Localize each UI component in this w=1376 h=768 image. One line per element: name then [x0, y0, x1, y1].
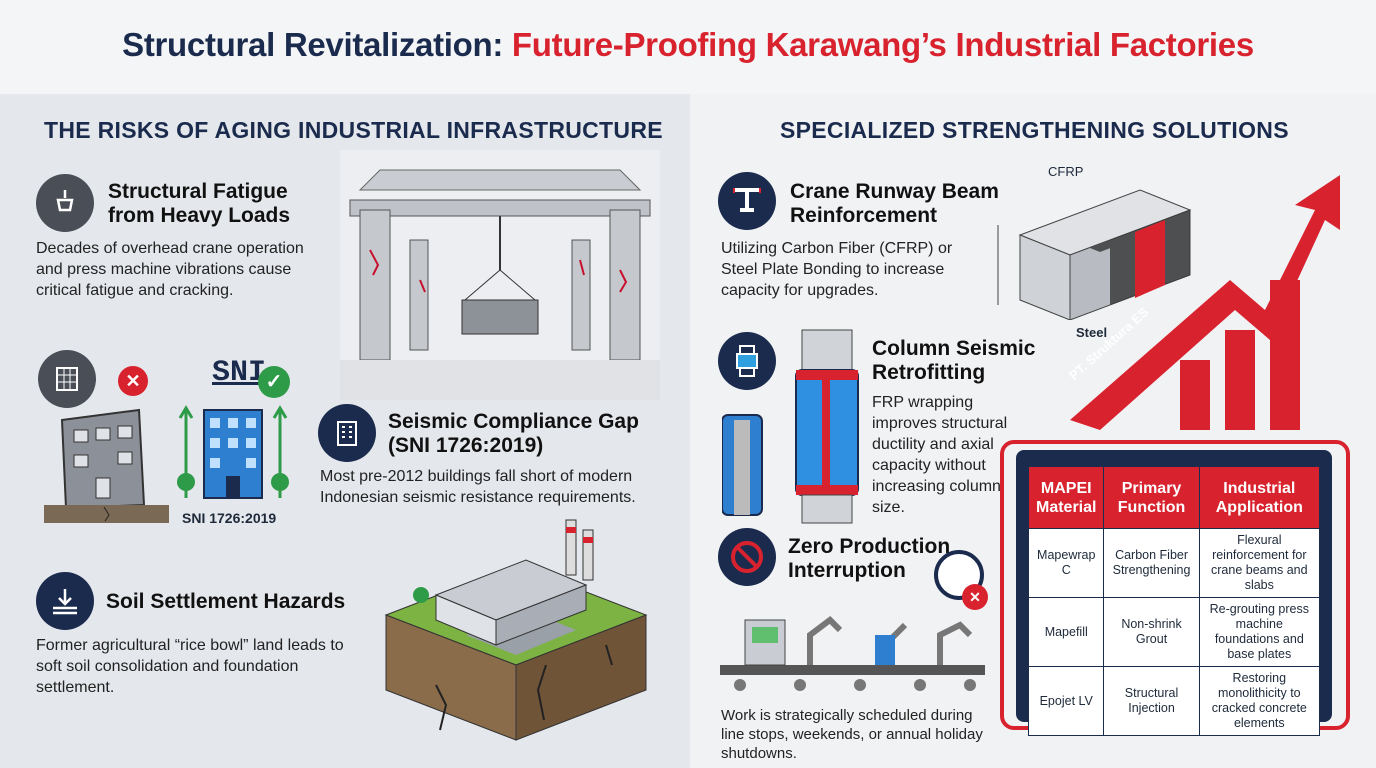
column-wrap-icon [718, 332, 776, 390]
zero-title: Zero Production Interruption [788, 535, 951, 582]
column-header: Primary Function [1103, 466, 1200, 529]
production-line-illustration [720, 616, 985, 691]
table-row: Epojet LV Structural Injection Restoring… [1027, 666, 1321, 736]
clock-icon [934, 550, 984, 600]
sni-caption: SNI 1726:2019 [182, 510, 277, 526]
column-illustration [722, 329, 859, 524]
crane-title: Crane Runway Beam Reinforcement [790, 180, 999, 227]
factory-soil-illustration [384, 519, 648, 741]
column-header: Industrial Application [1198, 466, 1321, 529]
table-header-row: MAPEI Material Primary Function Industri… [1027, 466, 1321, 529]
materials-table-card: MAPEI Material Primary Function Industri… [1016, 450, 1332, 736]
table-cell: Non-shrink Grout [1103, 597, 1200, 667]
building-icon [38, 350, 96, 408]
beam-illustration [997, 189, 1192, 320]
cfrp-label: CFRP [1048, 164, 1084, 179]
soil-body: Former agricultural “rice bowl” land lea… [36, 637, 344, 696]
soil-title: Soil Settlement Hazards [106, 590, 346, 613]
table-cell: Re-grouting press machine foundations an… [1198, 597, 1321, 667]
x-mark-icon: ✕ [118, 366, 148, 396]
sni-logo: SNI [212, 356, 267, 390]
risks-heading: THE RISKS OF AGING INDUSTRIAL INFRASTRUC… [44, 117, 663, 143]
damaged-building-illustration [44, 408, 169, 523]
seismic-title: Seismic Compliance Gap (SNI 1726:2019) [388, 410, 639, 457]
table-cell: Structural Injection [1103, 666, 1200, 736]
table-cell: Carbon Fiber Strengthening [1103, 528, 1200, 598]
table-cell: Epojet LV [1027, 666, 1105, 736]
table-cell: Restoring monolithicity to cracked concr… [1198, 666, 1321, 736]
table-cell: Flexural reinforcement for crane beams a… [1198, 528, 1321, 598]
table-row: Mapefill Non-shrink Grout Re-grouting pr… [1027, 597, 1321, 667]
office-building-icon [318, 404, 376, 462]
crane-hook-icon [36, 174, 94, 232]
zero-body: Work is strategically scheduled during l… [721, 707, 983, 762]
growth-arrow-illustration [1070, 175, 1340, 430]
seismic-body: Most pre-2012 buildings fall short of mo… [320, 468, 636, 506]
soil-settlement-icon [36, 572, 94, 630]
fatigue-title: Structural Fatigue from Heavy Loads [108, 180, 291, 227]
no-stop-icon [718, 528, 776, 586]
crane-body: Utilizing Carbon Fiber (CFRP) or Steel P… [721, 240, 953, 299]
table-cell: Mapewrap C [1027, 528, 1105, 598]
factory-interior-illustration [340, 150, 660, 400]
materials-table: MAPEI Material Primary Function Industri… [1027, 466, 1321, 736]
solutions-heading: SPECIALIZED STRENGTHENING SOLUTIONS [780, 117, 1289, 143]
column-title: Column Seismic Retrofitting [872, 337, 1036, 384]
steel-label: Steel [1076, 325, 1108, 340]
page-title: Structural Revitalization: Future-Proofi… [122, 26, 1254, 63]
beam-icon [718, 172, 776, 230]
x-mark-icon: ✕ [962, 584, 988, 610]
check-mark-icon: ✓ [258, 366, 290, 398]
table-cell: Mapefill [1027, 597, 1105, 667]
table-row: Mapewrap C Carbon Fiber Strengthening Fl… [1027, 528, 1321, 598]
fatigue-body: Decades of overhead crane operation and … [36, 240, 304, 299]
compliant-building-illustration [177, 405, 289, 499]
column-body: FRP wrapping improves structural ductili… [872, 394, 1008, 516]
column-header: MAPEI Material [1027, 466, 1105, 529]
